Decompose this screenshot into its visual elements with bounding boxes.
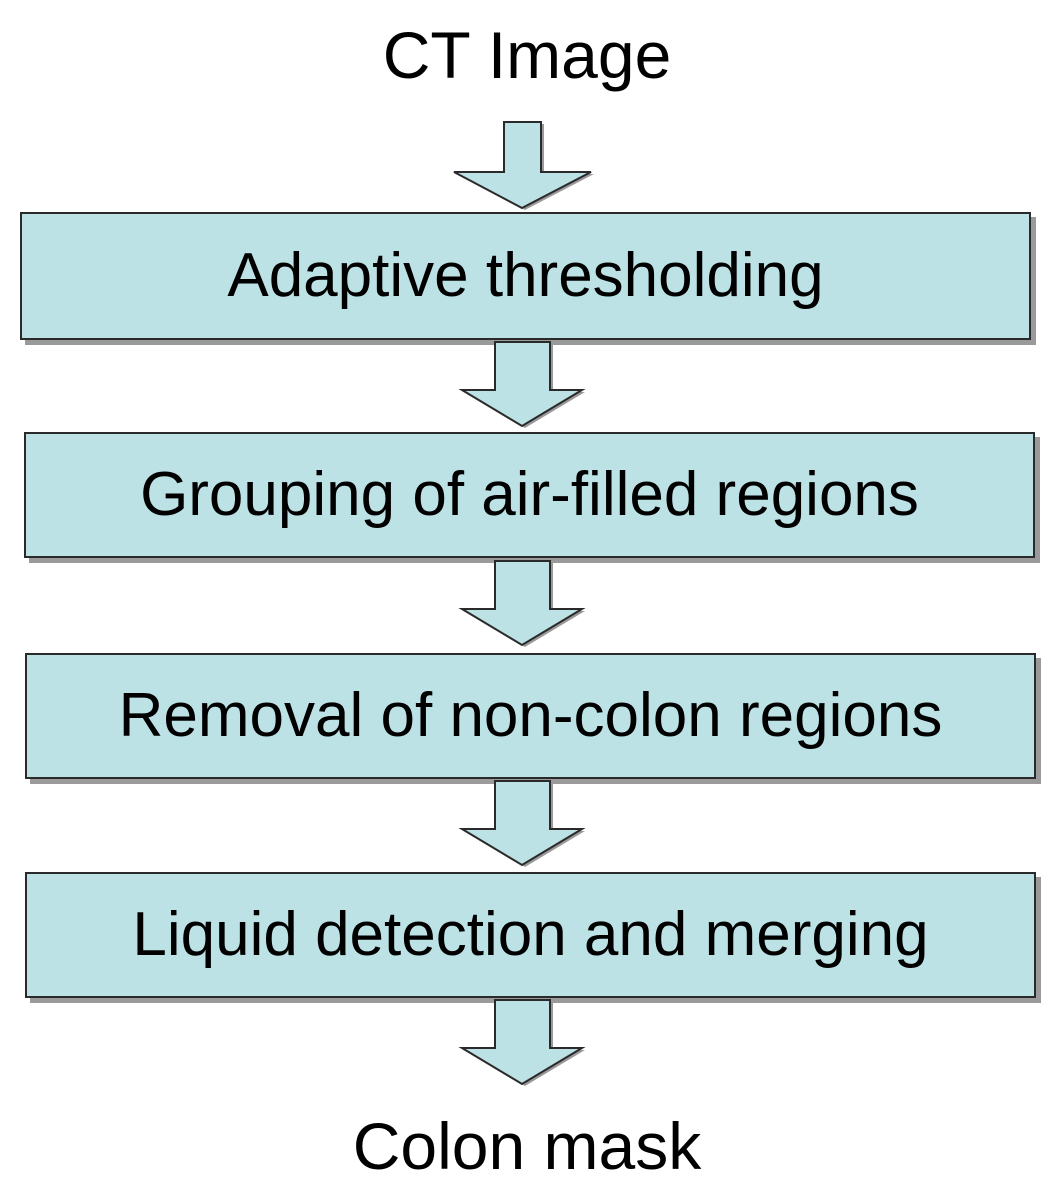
step-label: Adaptive thresholding	[227, 241, 824, 310]
down-arrow-icon	[453, 121, 594, 210]
step-box-grouping-air-filled-regions: Grouping of air-filled regions	[24, 432, 1035, 558]
input-label: CT Image	[382, 18, 672, 92]
step-box-removal-non-colon-regions: Removal of non-colon regions	[25, 653, 1036, 779]
step-box-adaptive-thresholding: Adaptive thresholding	[20, 212, 1031, 340]
down-arrow-icon	[458, 780, 586, 867]
down-arrow-icon	[458, 999, 586, 1086]
step-label: Grouping of air-filled regions	[140, 460, 919, 529]
step-label: Liquid detection and merging	[132, 900, 929, 969]
down-arrow-icon	[458, 560, 586, 647]
output-label: Colon mask	[352, 1109, 702, 1183]
step-label: Removal of non-colon regions	[118, 681, 943, 750]
down-arrow-icon	[458, 341, 586, 428]
step-box-liquid-detection-merging: Liquid detection and merging	[25, 872, 1036, 998]
